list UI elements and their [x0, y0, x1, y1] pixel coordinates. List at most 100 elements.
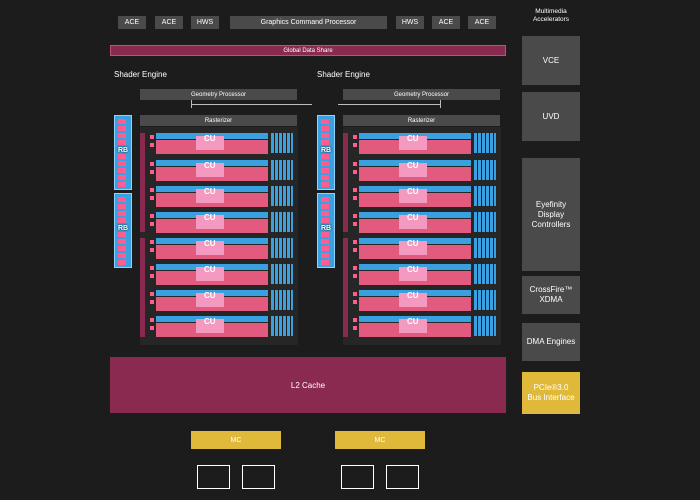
render-backend-cell — [321, 239, 329, 244]
cu-scalar — [399, 136, 427, 150]
compute-unit-label: CU — [407, 291, 419, 300]
render-backend-label: RB — [318, 147, 334, 154]
rasterizer-label: Rasterizer — [407, 117, 436, 124]
hws-block-2: HWS — [396, 16, 424, 29]
render-backend: RB — [317, 115, 335, 190]
cu-scheduler — [150, 162, 154, 166]
compute-unit-label: CU — [407, 187, 419, 196]
cu-scheduler — [353, 222, 357, 226]
render-backend-cell — [118, 232, 126, 237]
cu-cache — [474, 290, 496, 310]
compute-unit-label: CU — [407, 265, 419, 274]
dma-block: DMA Engines — [522, 323, 580, 361]
render-backend-cell — [321, 175, 329, 180]
compute-unit: CU — [353, 238, 499, 259]
cu-scheduler — [353, 162, 357, 166]
cu-cache — [474, 212, 496, 232]
compute-unit: CU — [150, 133, 296, 154]
cu-scheduler — [353, 326, 357, 330]
uvd-block: UVD — [522, 92, 580, 141]
compute-unit-label: CU — [204, 134, 216, 143]
cu-scheduler — [353, 143, 357, 147]
cu-scheduler — [353, 266, 357, 270]
cu-cache — [271, 133, 293, 153]
cache-bar — [140, 238, 145, 337]
compute-unit-label: CU — [407, 134, 419, 143]
hws-label: HWS — [196, 19, 214, 26]
render-backend-cell — [118, 197, 126, 202]
global-data-share-label: Global Data Share — [283, 47, 333, 54]
compute-unit: CU — [150, 316, 296, 337]
vce-block: VCE — [522, 36, 580, 85]
eyefinity-block: Eyefinity Display Controllers — [522, 158, 580, 271]
ace-block-2: ACE — [155, 16, 183, 29]
ace-label: ACE — [161, 19, 177, 26]
render-backend-cell — [118, 175, 126, 180]
cu-scheduler — [353, 214, 357, 218]
cu-scheduler — [150, 274, 154, 278]
mc-label: MC — [230, 436, 242, 444]
compute-unit: CU — [150, 238, 296, 259]
render-backend-cell — [118, 204, 126, 209]
memory-controller-2: MC — [335, 431, 425, 449]
cu-scheduler — [150, 326, 154, 330]
cu-scalar — [196, 241, 224, 255]
render-backend: RB — [317, 193, 335, 268]
crossfire-block: CrossFire™ XDMA — [522, 276, 580, 314]
cu-scheduler — [150, 135, 154, 139]
ace-label: ACE — [438, 19, 454, 26]
l2-cache-label: L2 Cache — [290, 380, 326, 390]
uvd-label: UVD — [542, 112, 560, 121]
compute-unit: CU — [353, 212, 499, 233]
cu-cache — [474, 316, 496, 336]
cu-cache — [474, 264, 496, 284]
compute-unit: CU — [353, 186, 499, 207]
render-backend-cell — [118, 161, 126, 166]
cu-scheduler — [150, 292, 154, 296]
render-backend-cell — [118, 239, 126, 244]
render-backend-cell — [118, 154, 126, 159]
eyefinity-label: Eyefinity Display Controllers — [531, 199, 571, 229]
geometry-processor: Geometry Processor — [343, 89, 500, 100]
rasterizer: Rasterizer — [140, 115, 297, 126]
render-backend-cell — [321, 126, 329, 131]
memory-chip — [242, 465, 275, 489]
cu-scheduler — [353, 188, 357, 192]
cu-scheduler — [150, 214, 154, 218]
render-backend-cell — [321, 140, 329, 145]
cu-cache — [271, 238, 293, 258]
cu-scheduler — [150, 222, 154, 226]
connector-tick-right — [440, 100, 441, 108]
render-backend-label: RB — [318, 225, 334, 232]
render-backend-cell — [321, 204, 329, 209]
cu-scheduler — [353, 196, 357, 200]
compute-unit-label: CU — [407, 161, 419, 170]
shader-engine-title: Shader Engine — [114, 70, 167, 79]
ace-block-4: ACE — [468, 16, 496, 29]
compute-unit-label: CU — [204, 265, 216, 274]
render-backend-cell — [118, 140, 126, 145]
pcie-block: PCIe®3.0 Bus Interface — [522, 372, 580, 414]
connector-tick-left — [191, 100, 192, 108]
pcie-label: PCIe®3.0 Bus Interface — [527, 383, 575, 402]
cu-scheduler — [150, 266, 154, 270]
memory-chip — [386, 465, 419, 489]
compute-unit: CU — [353, 133, 499, 154]
render-backend: RB — [114, 115, 132, 190]
cu-scheduler — [353, 135, 357, 139]
cu-cache — [271, 264, 293, 284]
cache-bar — [343, 238, 348, 337]
cu-scalar — [196, 163, 224, 177]
render-backend-cell — [118, 211, 126, 216]
cu-cache — [474, 238, 496, 258]
compute-unit: CU — [150, 264, 296, 285]
shader-engine-title: Shader Engine — [317, 70, 370, 79]
cu-scalar — [196, 267, 224, 281]
compute-unit: CU — [353, 264, 499, 285]
render-backend-cell — [321, 168, 329, 173]
cu-scheduler — [150, 170, 154, 174]
cu-scheduler — [150, 196, 154, 200]
render-backend-cell — [118, 119, 126, 124]
render-backend-label: RB — [115, 147, 131, 154]
cu-scheduler — [353, 248, 357, 252]
